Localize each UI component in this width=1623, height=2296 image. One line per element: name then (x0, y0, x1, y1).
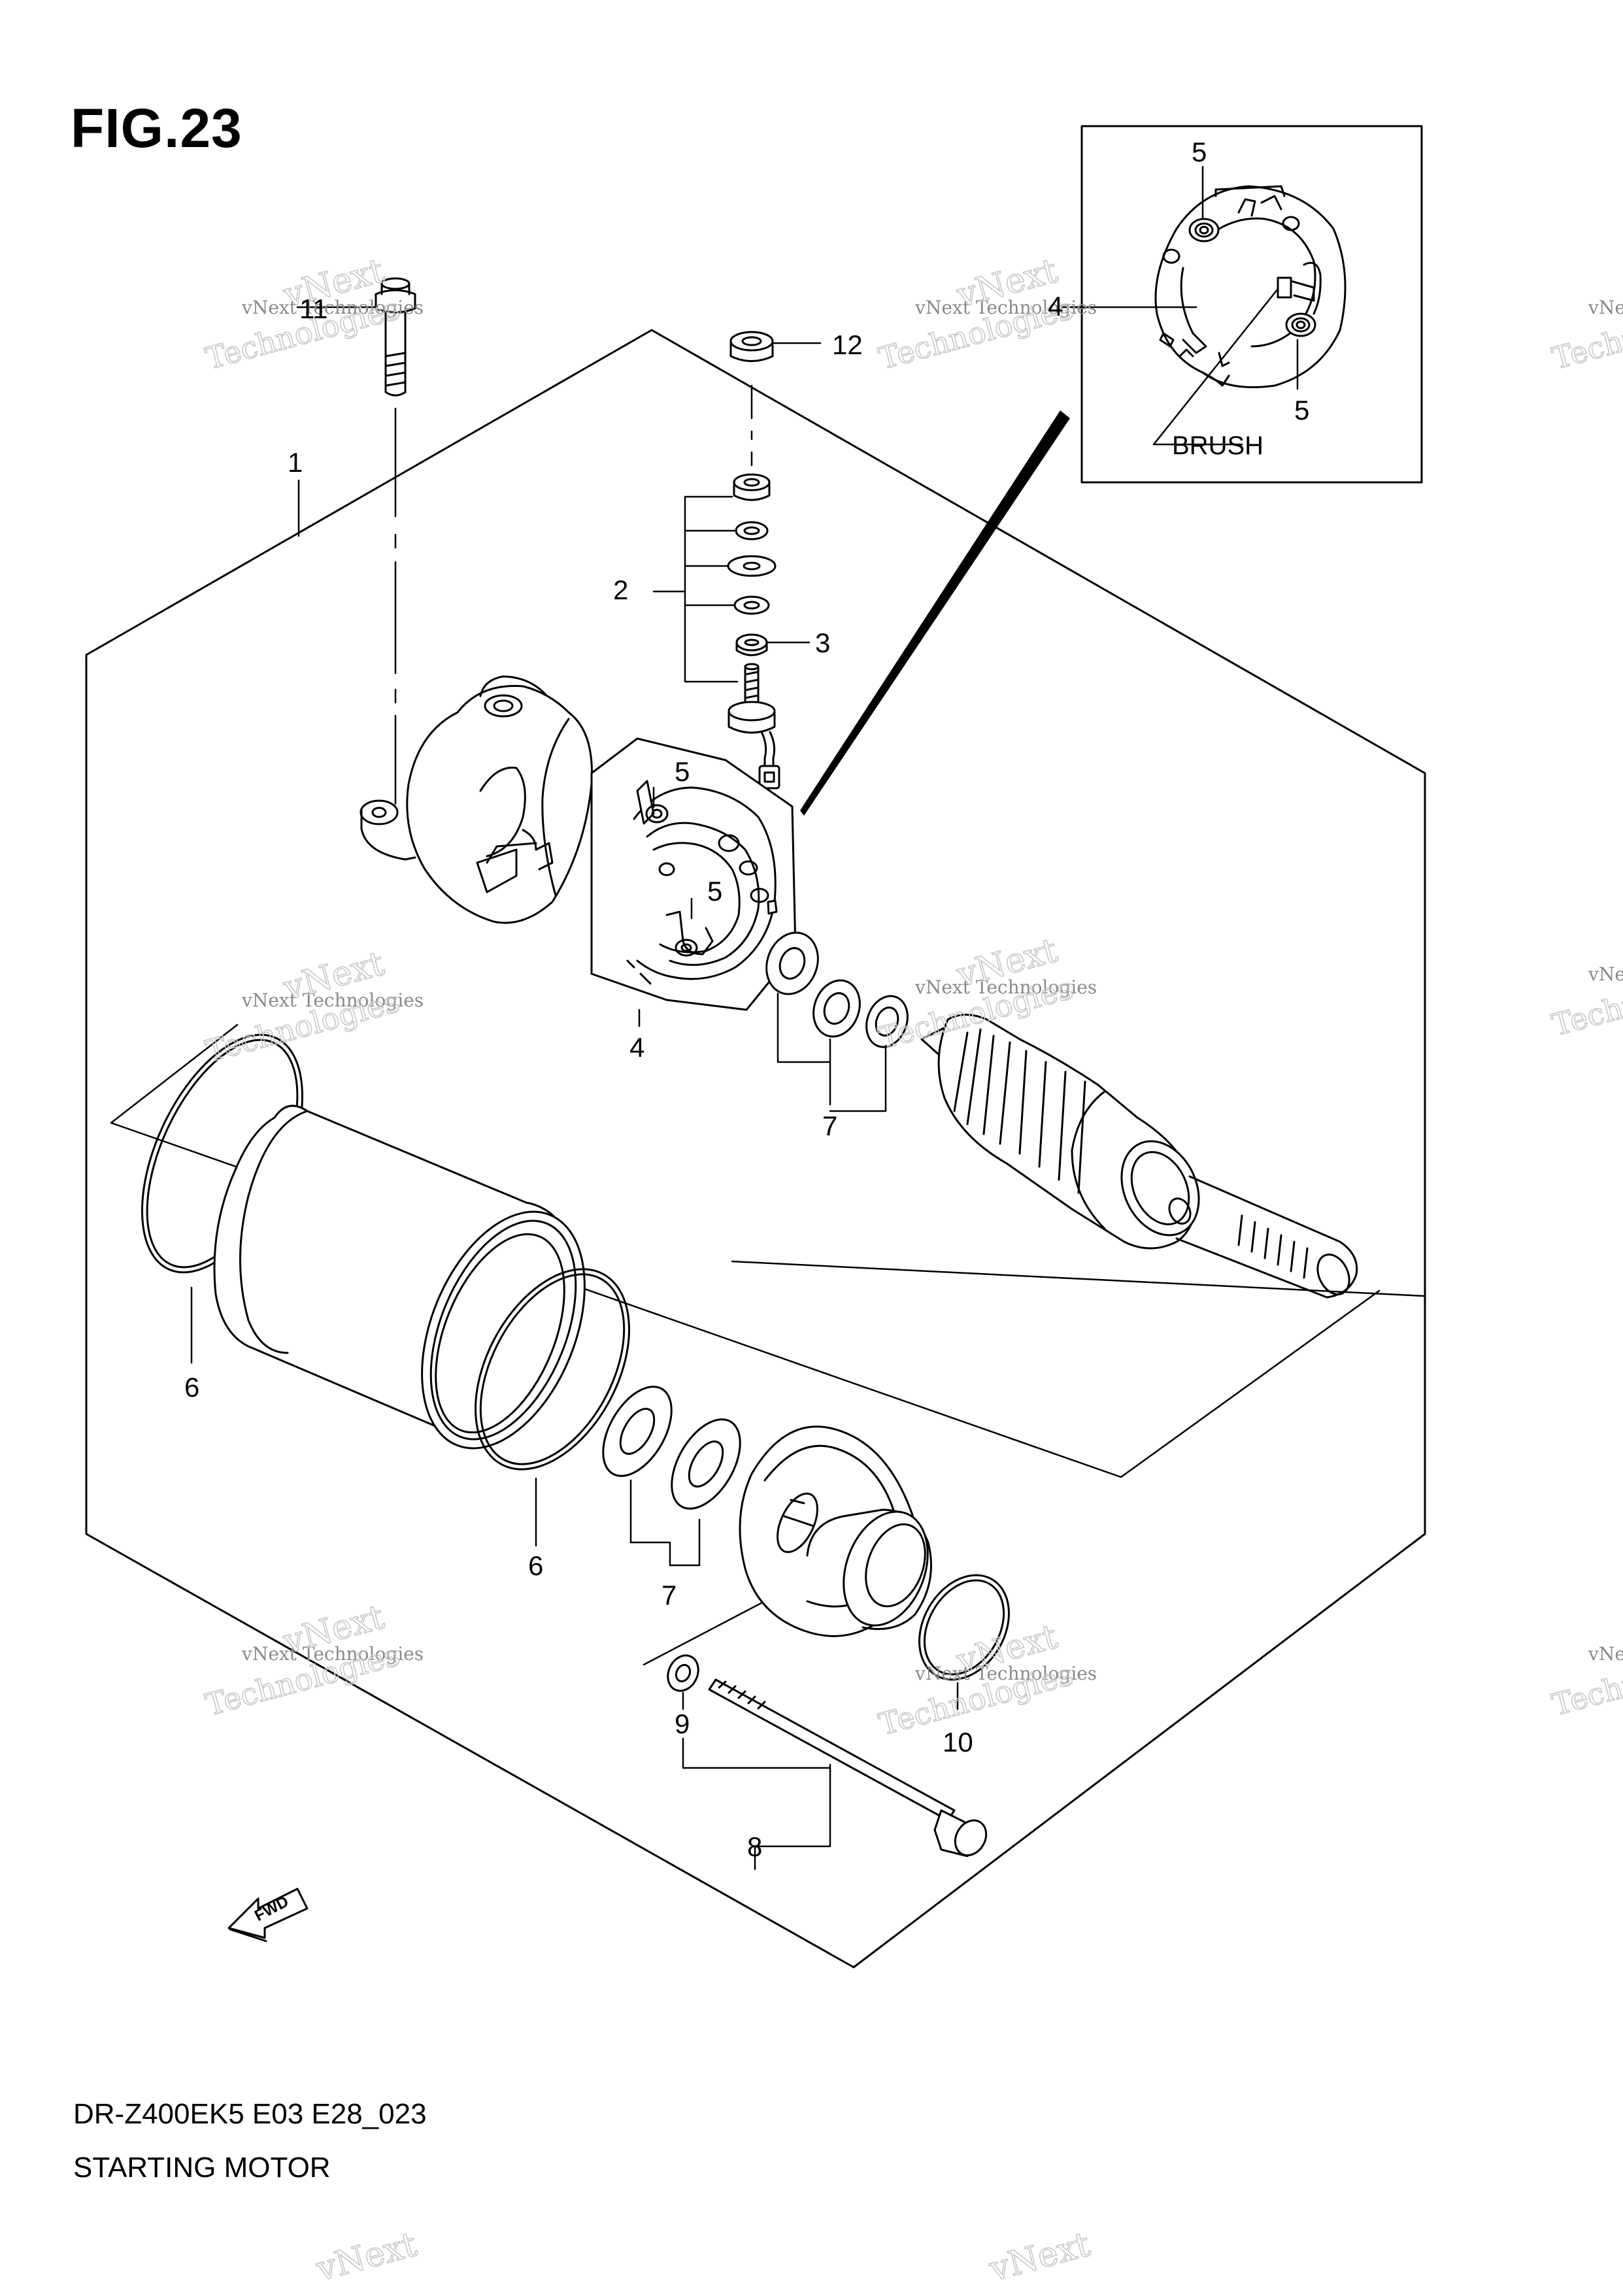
brush-label: BRUSH (1172, 431, 1263, 460)
insulator-part-3 (735, 633, 768, 656)
bracket-part-7-upper (777, 992, 887, 1112)
bracket-part-8 (682, 1737, 831, 1871)
inset-pointer (800, 410, 1070, 816)
watermark-text: vNext Technologies (241, 990, 424, 1011)
armature (920, 1014, 1358, 1299)
callout-1: 1 (288, 447, 303, 478)
callout-6: 6 (184, 1372, 199, 1403)
o-ring-part-6-right (475, 1268, 630, 1471)
callout-7: 7 (661, 1580, 677, 1610)
assembly-outline (85, 329, 1426, 1969)
figure-title: FIG.23 (71, 97, 243, 159)
callout-10: 10 (943, 1727, 973, 1757)
callout-12: 12 (832, 329, 863, 360)
callout-11: 11 (299, 293, 328, 324)
fwd-arrow-icon (227, 1888, 309, 1942)
rear-housing (360, 675, 594, 924)
callout-6: 6 (528, 1550, 543, 1581)
washer-part-9 (667, 1654, 699, 1692)
callout-7: 7 (822, 1110, 837, 1141)
callout-8: 8 (747, 1831, 762, 1862)
watermark-text: vNext Technologies (1588, 1643, 1623, 1665)
watermark-text: vNext Technologies (914, 1663, 1097, 1684)
callout-9: 9 (675, 1708, 690, 1739)
terminal-nut-stack-part-2 (727, 473, 777, 615)
bolt-part-11 (375, 277, 416, 397)
washers-part-7-lower (602, 1386, 741, 1510)
callout-4-inset: 4 (1048, 291, 1063, 322)
bracket-part-7-lower (629, 1479, 701, 1567)
yoke-body (213, 1105, 586, 1450)
callout-4: 4 (629, 1032, 644, 1063)
callout-2: 2 (613, 574, 628, 605)
watermark-text: vNext Technologies (241, 1643, 424, 1665)
front-cover (739, 1425, 932, 1637)
watermark-text: vNext Technologies (914, 297, 1097, 318)
through-bolt-part-8 (708, 1678, 988, 1857)
watermark-text: vNext Technologies (1588, 297, 1623, 318)
watermark-outline: vNext (312, 2225, 421, 2289)
model-code: DR-Z400EK5 E03 E28_023 (73, 2098, 427, 2130)
nut-part-12 (729, 331, 774, 362)
inset-brush-leader (1152, 288, 1279, 446)
watermark-text: vNext Technologies (1588, 963, 1623, 985)
callout-5: 5 (675, 756, 690, 787)
watermark-text: vNext Technologies (241, 297, 424, 318)
brush-inset-box (1080, 125, 1423, 484)
o-ring-part-10 (918, 1574, 1010, 1681)
watermark-text: vNext Technologies (914, 976, 1097, 998)
brush-holder-inset-drawing (1154, 185, 1347, 388)
bracket-part-2 (684, 495, 739, 683)
callout-5-inset: 5 (1294, 395, 1309, 425)
diagram-name: STARTING MOTOR (73, 2152, 331, 2184)
terminal-bolt (728, 663, 780, 790)
callout-5: 5 (707, 876, 722, 907)
callout-5-inset: 5 (1192, 137, 1207, 167)
watermark-outline: vNext (985, 2225, 1094, 2289)
callout-3: 3 (815, 627, 830, 658)
washers-part-7-upper (765, 931, 909, 1048)
